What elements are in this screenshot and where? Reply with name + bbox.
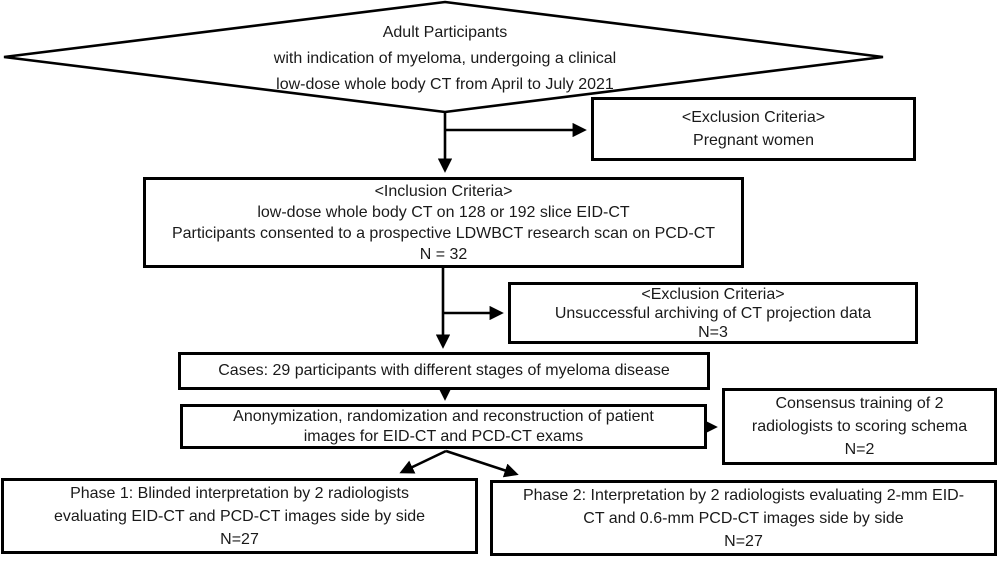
- box-line: <Inclusion Criteria>: [374, 182, 513, 200]
- box-line: low-dose whole body CT on 128 or 192 sli…: [257, 203, 630, 221]
- box-line: images for EID-CT and PCD-CT exams: [303, 427, 584, 445]
- arrow-to-phase1: [399, 449, 447, 474]
- diamond-line: low-dose whole body CT from April to Jul…: [276, 76, 614, 93]
- box-line: N=27: [724, 532, 763, 550]
- arrow-to-phase2: [445, 449, 519, 478]
- consensus-training-box: Consensus training of 2 radiologists to …: [722, 388, 997, 465]
- box-line: Phase 1: Blinded interpretation by 2 rad…: [70, 484, 409, 502]
- box-line: Cases: 29 participants with different st…: [218, 362, 670, 379]
- box-line: Anonymization, randomization and reconst…: [233, 408, 654, 425]
- box-line: N=27: [220, 530, 259, 548]
- participants-diamond-label: Adult Participants with indication of my…: [145, 20, 745, 98]
- box-line: CT and 0.6-mm PCD-CT images side by side: [583, 509, 904, 527]
- box-line: N = 32: [419, 245, 468, 263]
- box-line: <Exclusion Criteria>: [641, 285, 785, 303]
- diamond-line: Adult Participants: [382, 24, 508, 41]
- cases-box: Cases: 29 participants with different st…: [178, 352, 710, 390]
- inclusion-criteria-box: <Inclusion Criteria> low-dose whole body…: [143, 177, 744, 268]
- exclusion-criteria-2-box: <Exclusion Criteria> Unsuccessful archiv…: [508, 282, 918, 344]
- exclusion-criteria-1-box: <Exclusion Criteria> Pregnant women: [591, 97, 916, 161]
- anonymization-box: Anonymization, randomization and reconst…: [180, 404, 707, 449]
- box-line: Unsuccessful archiving of CT projection …: [554, 304, 872, 322]
- box-line: radiologists to scoring schema: [751, 418, 968, 435]
- phase1-box: Phase 1: Blinded interpretation by 2 rad…: [1, 478, 478, 554]
- box-line: N=2: [844, 441, 875, 458]
- diamond-line: with indication of myeloma, undergoing a…: [273, 50, 617, 67]
- box-line: Phase 2: Interpretation by 2 radiologist…: [522, 486, 965, 504]
- box-line: N=3: [698, 323, 728, 341]
- box-line: Pregnant women: [693, 132, 814, 149]
- box-line: Consensus training of 2: [775, 395, 944, 412]
- phase2-box: Phase 2: Interpretation by 2 radiologist…: [490, 480, 997, 556]
- box-line: <Exclusion Criteria>: [681, 109, 826, 126]
- box-line: Participants consented to a prospective …: [171, 224, 716, 242]
- box-line: evaluating EID-CT and PCD-CT images side…: [53, 507, 426, 525]
